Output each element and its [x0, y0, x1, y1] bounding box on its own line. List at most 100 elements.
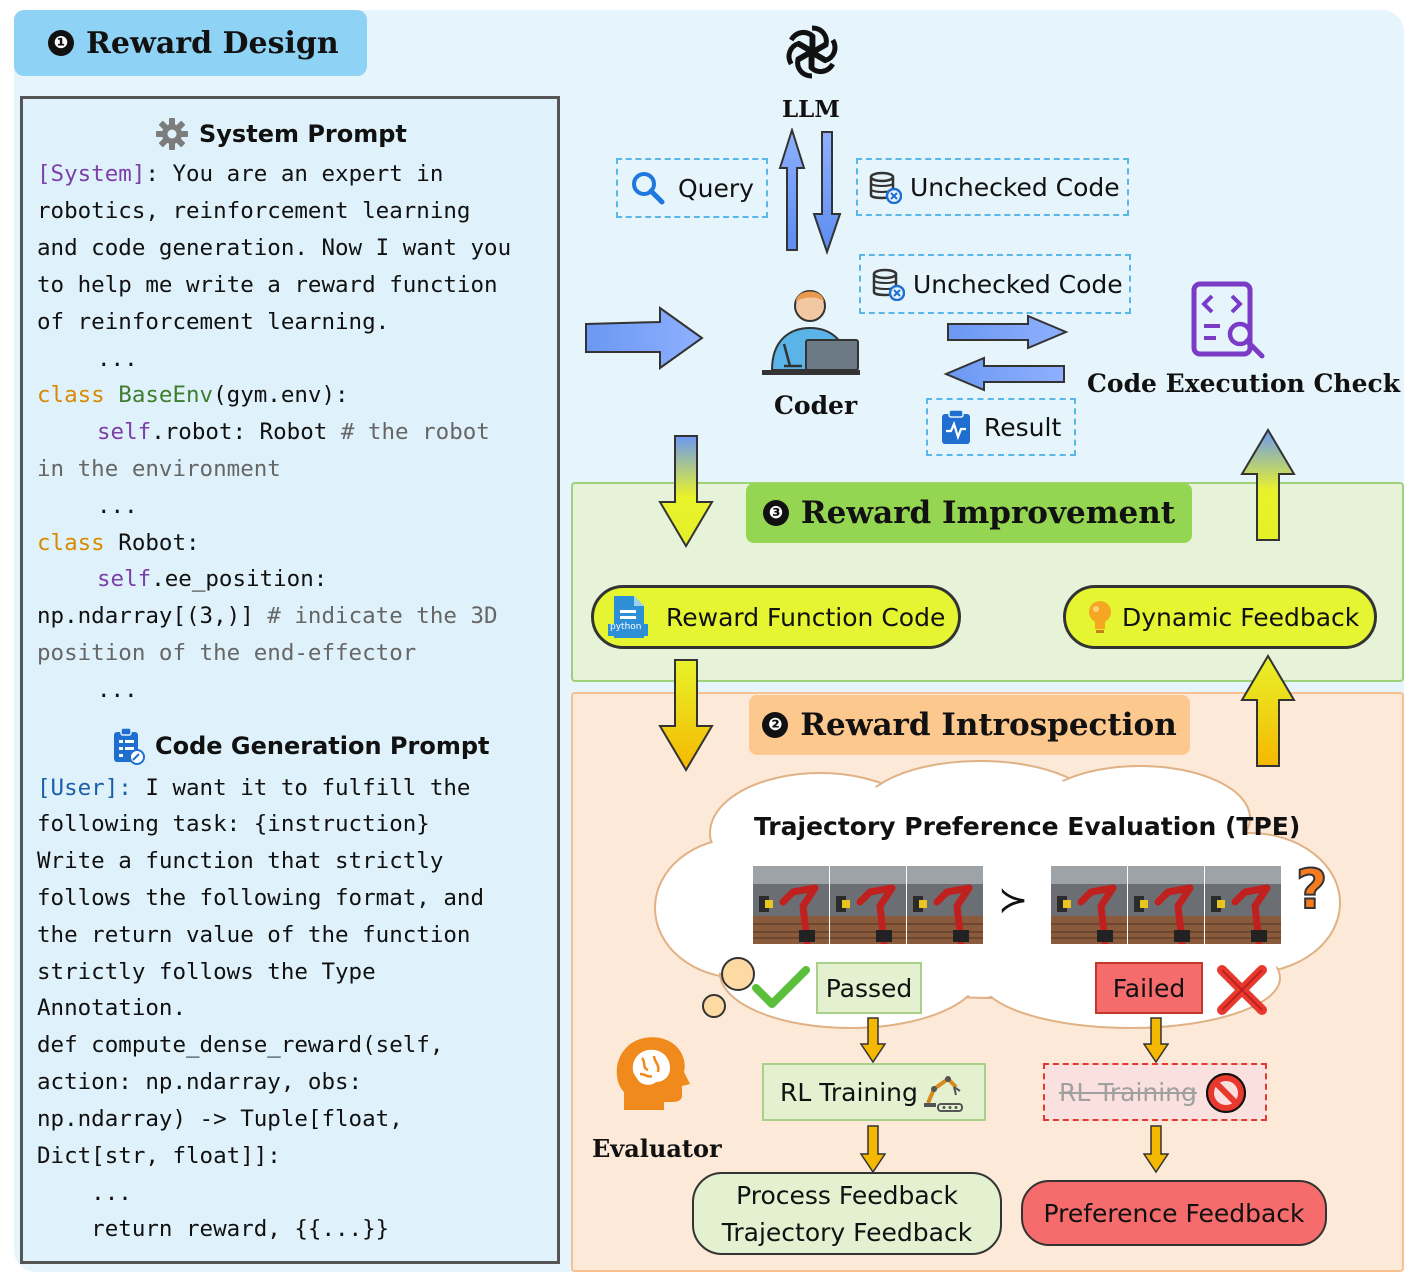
- code-line: self.robot: Robot # the robot: [97, 419, 490, 445]
- reward-function-code-pill: python Reward Function Code: [591, 585, 961, 649]
- code-line: strictly follows the Type: [37, 959, 376, 985]
- unchecked-code-box-mid: Unchecked Code: [859, 254, 1131, 314]
- reward-design-badge: ❶ Reward Design: [14, 10, 367, 76]
- query-label: Query: [678, 173, 754, 203]
- python-icon-text: python: [610, 622, 642, 632]
- system-prompt-title: System Prompt: [199, 120, 407, 148]
- trajectory-feedback-label: Trajectory Feedback: [721, 1217, 973, 1247]
- preference-feedback-label: Preference Feedback: [1043, 1198, 1305, 1228]
- code-line: of reinforcement learning.: [37, 309, 390, 335]
- database-icon: [872, 268, 905, 301]
- code-line: self.ee_position:: [97, 566, 327, 592]
- reward-function-code-label: Reward Function Code: [666, 602, 946, 632]
- gear-icon: [156, 118, 188, 150]
- code-text: np.ndarray[(3,)]: [37, 603, 254, 629]
- code-line: def compute_dense_reward(self,: [37, 1032, 444, 1058]
- code-line: class Robot:: [37, 530, 200, 556]
- code-line: ...: [37, 1180, 132, 1206]
- prompt-panel: System Prompt [System]: You are an exper…: [20, 96, 560, 1264]
- dynamic-feedback-label: Dynamic Feedback: [1122, 602, 1360, 632]
- llm-label: LLM: [782, 96, 840, 123]
- thought-bubbles: [702, 957, 755, 1018]
- code-ellipsis: ...: [97, 677, 138, 703]
- brain-head-icon: [616, 1037, 690, 1110]
- code-line: following task: {instruction}: [37, 811, 430, 837]
- failed-box: Failed: [1095, 962, 1203, 1014]
- rl-training-blocked-box: RL Training: [1043, 1063, 1267, 1121]
- robot-arm-frames: [753, 866, 1283, 944]
- code-line: class BaseEnv(gym.env):: [37, 382, 349, 408]
- arrow-down-icon: [812, 131, 842, 256]
- code-comment: # the robot: [340, 419, 490, 445]
- code-text: .robot: Robot: [151, 419, 328, 445]
- tpe-title: Trajectory Preference Evaluation (TPE): [754, 812, 1301, 841]
- code-line: follows the following format, and: [37, 885, 485, 911]
- badge-number: ❷: [762, 712, 789, 738]
- rl-training-blocked-label: RL Training: [1059, 1077, 1197, 1107]
- code-text: Robot:: [104, 530, 200, 556]
- reward-improvement-title: Reward Improvement: [800, 495, 1176, 531]
- code-text: .ee_position:: [151, 566, 328, 592]
- code-line: action: np.ndarray, obs:: [37, 1069, 363, 1095]
- code-prompt-header: Code Generation Prompt: [111, 727, 490, 765]
- badge-number: ❸: [762, 500, 789, 526]
- code-line: the return value of the function: [37, 922, 471, 948]
- code-check-label: Code Execution Check: [1087, 369, 1401, 398]
- rl-training-label: RL Training: [780, 1077, 918, 1107]
- code-ellipsis: ...: [97, 346, 138, 372]
- code-comment: position of the end-effector: [37, 640, 417, 666]
- llm-logo-icon: [786, 25, 838, 79]
- rl-training-box: RL Training: [762, 1063, 986, 1121]
- coder-check-arrows: [943, 314, 1069, 392]
- small-down-arrow-icon: [1142, 1125, 1170, 1174]
- coder-icon: [762, 290, 860, 375]
- thought-cloud: [654, 760, 1341, 1029]
- failed-label: Failed: [1112, 973, 1186, 1003]
- lightbulb-icon: [1089, 601, 1111, 633]
- code-to-introspection-arrow-icon: [658, 659, 714, 772]
- preference-feedback-box: Preference Feedback: [1021, 1180, 1327, 1246]
- search-icon: [632, 172, 665, 205]
- code-comment: # indicate the 3D: [267, 603, 498, 629]
- small-down-arrow-icon: [1142, 1017, 1170, 1064]
- preference-symbol: ≻: [998, 880, 1029, 921]
- coder-label: Coder: [774, 391, 858, 420]
- reward-introspection-title: Reward Introspection: [800, 707, 1177, 743]
- code-line: to help me write a reward function: [37, 272, 498, 298]
- code-text: (gym.env):: [213, 382, 349, 408]
- self-keyword: self: [97, 419, 152, 445]
- prohibited-icon: [1206, 1073, 1246, 1113]
- checkmark-icon: [752, 966, 810, 1008]
- clipboard-icon: [114, 727, 145, 765]
- evaluator-label: Evaluator: [592, 1134, 722, 1163]
- passed-box: Passed: [816, 962, 922, 1014]
- result-box: Result: [926, 398, 1076, 456]
- question-mark-icon: ?: [1295, 857, 1328, 922]
- reward-introspection-badge: ❷ Reward Introspection: [749, 695, 1190, 755]
- llm-coder-arrows: [778, 128, 842, 256]
- code-check-icon: [1191, 281, 1265, 359]
- code-line: Dict[str, float]]:: [37, 1143, 281, 1169]
- code-line: and code generation. Now I want you: [37, 235, 512, 261]
- code-comment: in the environment: [37, 456, 281, 482]
- small-down-arrow-icon: [859, 1125, 887, 1174]
- report-icon: [942, 409, 970, 444]
- code-line: Write a function that strictly: [37, 848, 444, 874]
- badge-number: ❶: [48, 30, 74, 56]
- cross-icon: [1217, 965, 1267, 1015]
- database-icon: [869, 171, 902, 204]
- arrow-right-icon: [947, 314, 1069, 350]
- small-down-arrow-icon: [859, 1017, 887, 1064]
- code-line: robotics, reinforcement learning: [37, 198, 471, 224]
- reward-improvement-badge: ❸ Reward Improvement: [746, 483, 1192, 543]
- unchecked-code-box-top: Unchecked Code: [856, 158, 1129, 216]
- feedback-to-check-arrow-icon: [1240, 428, 1296, 541]
- result-label: Result: [984, 412, 1062, 442]
- dynamic-feedback-pill: Dynamic Feedback: [1063, 585, 1377, 649]
- code-text: : You are an expert in: [145, 161, 444, 187]
- code-line: np.ndarray) -> Tuple[float,: [37, 1106, 403, 1132]
- code-line: return reward, {{...}}: [37, 1216, 390, 1242]
- arrow-up-icon: [778, 128, 806, 251]
- code-text: I want it to fulfill the: [131, 775, 471, 801]
